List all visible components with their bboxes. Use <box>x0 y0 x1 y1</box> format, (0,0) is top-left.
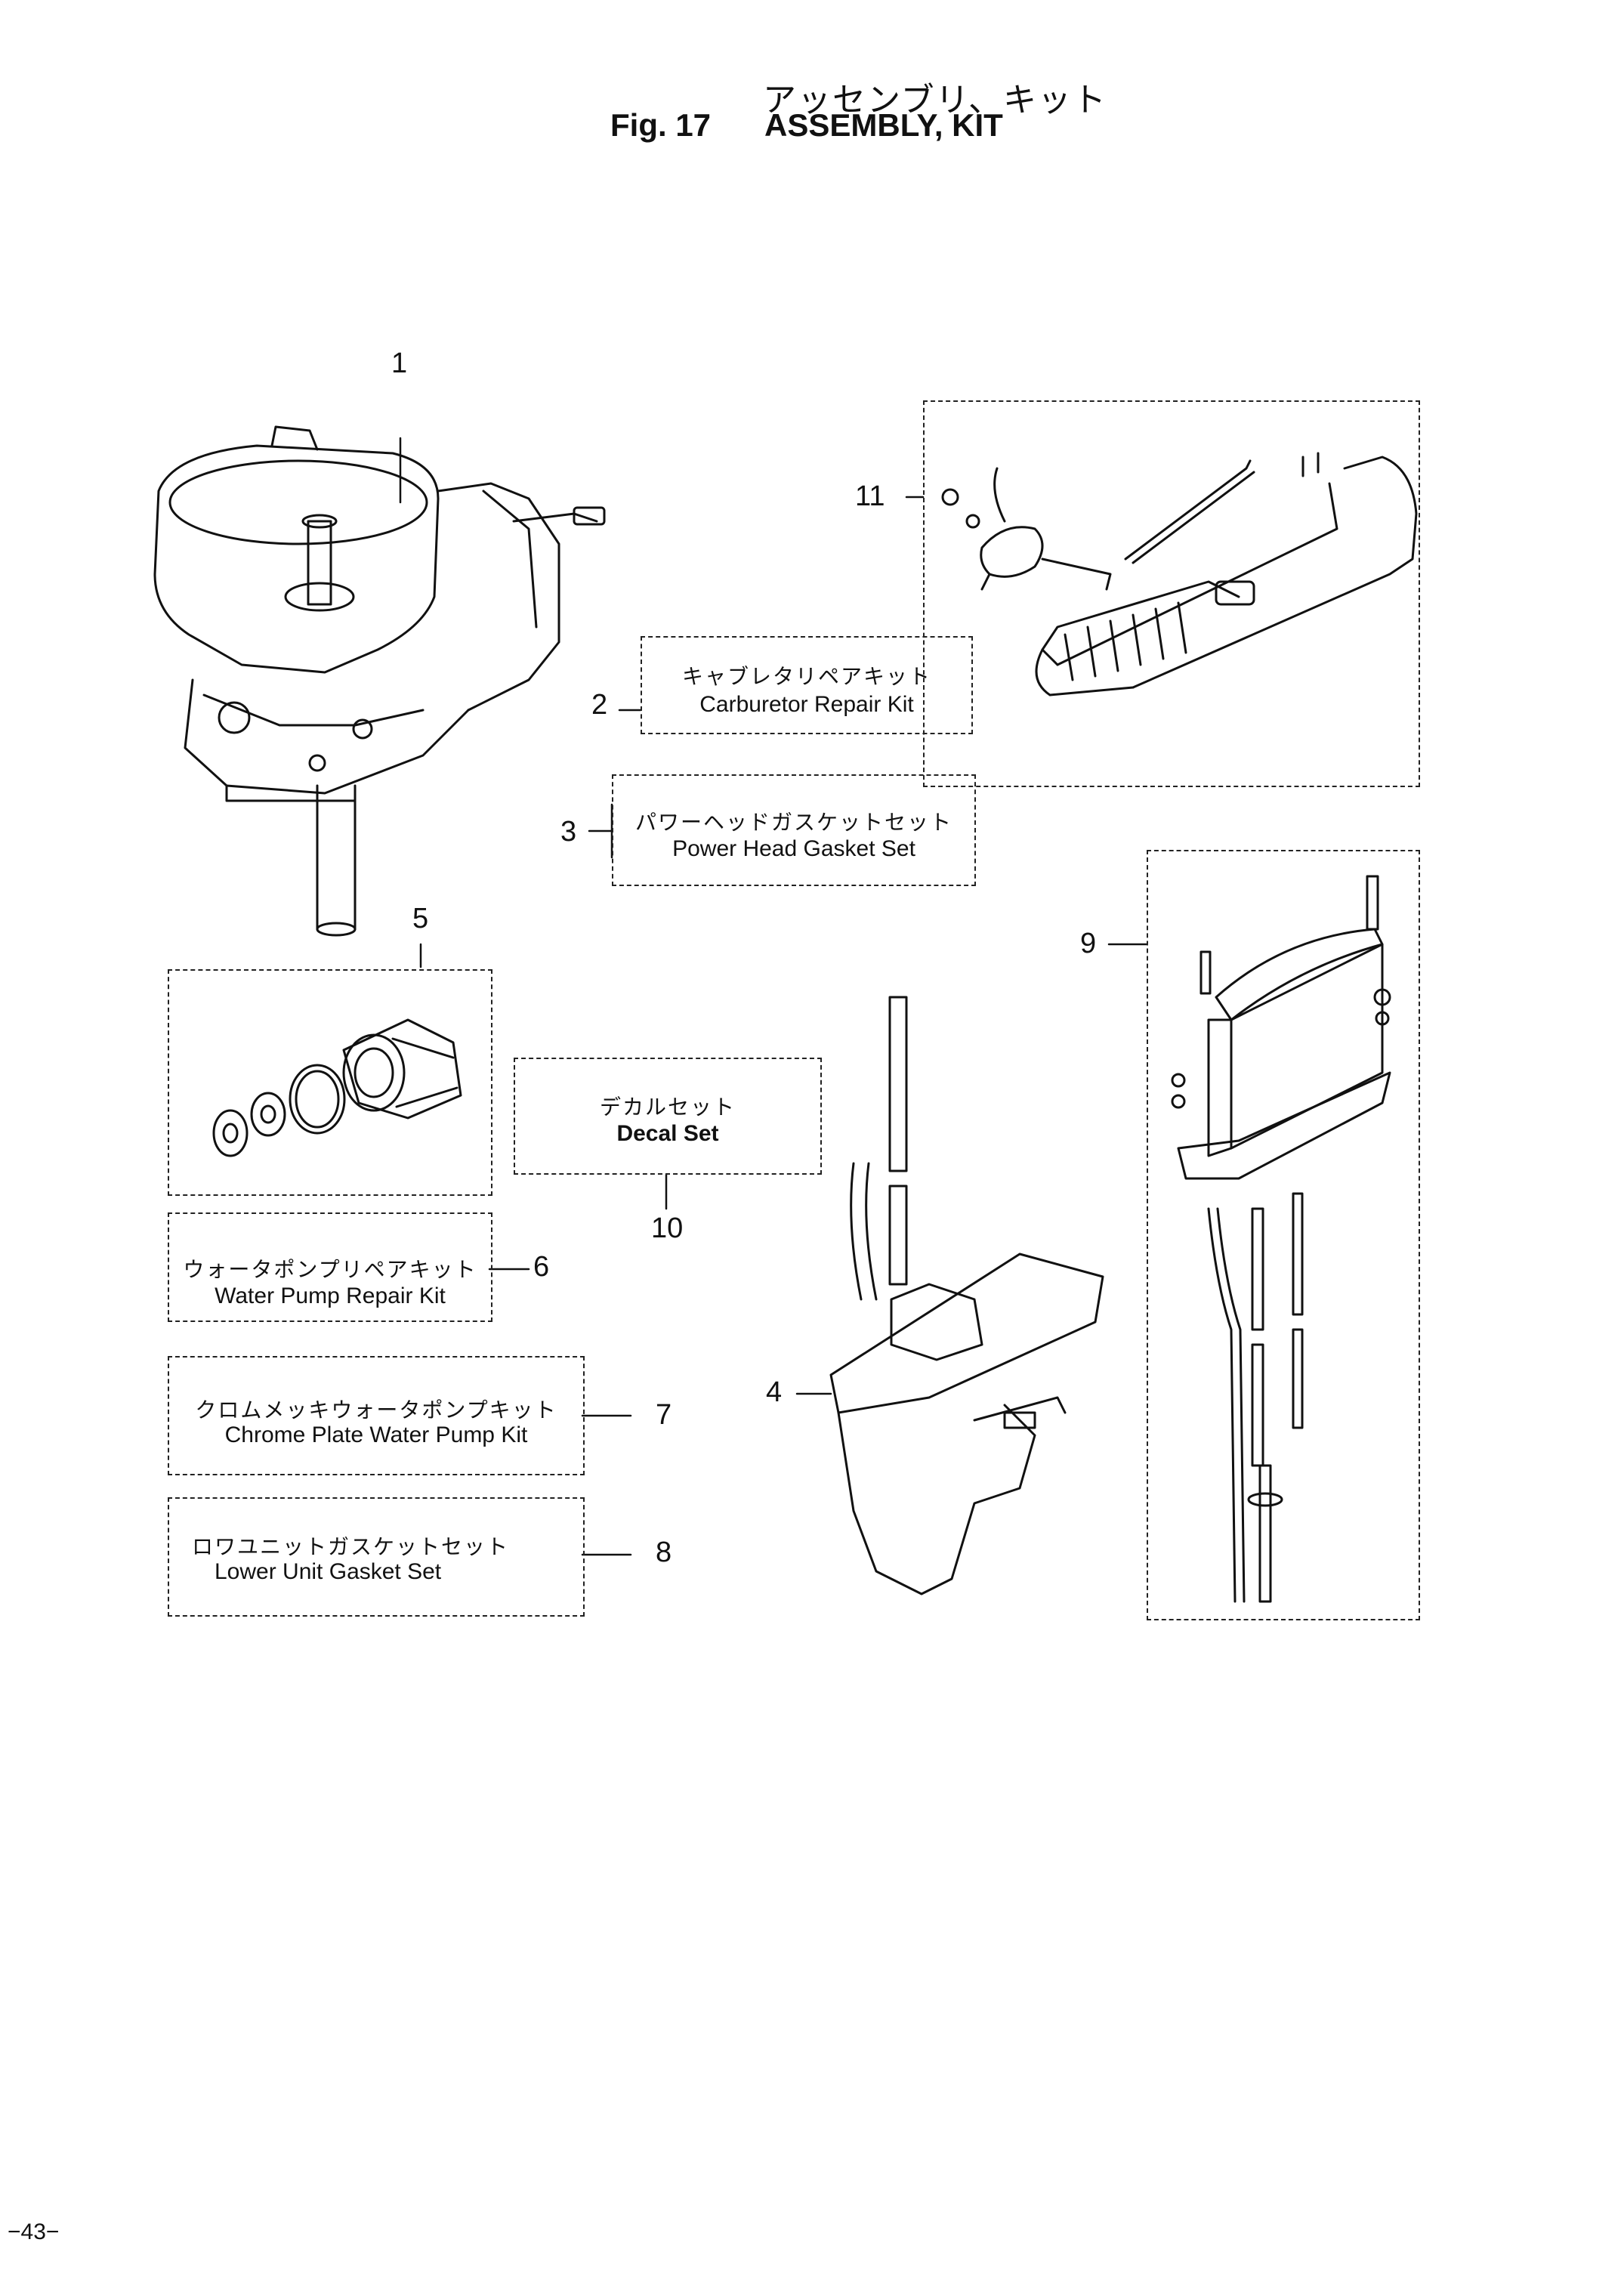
figure-label: Fig. 17 <box>610 107 712 143</box>
power-head-gasket-label-ja: パワーヘッドガスケットセット <box>634 810 952 835</box>
callout-6: 6 <box>533 1251 550 1283</box>
chrome-plate-pump-kit-box: クロムメッキウォータポンプキット Chrome Plate Water Pump… <box>168 1356 585 1475</box>
extension-kit-drawing <box>1171 875 1391 1603</box>
lower-unit-gasket-set-box: ロワユニットガスケットセット Lower Unit Gasket Set <box>168 1497 585 1617</box>
power-head-gasket-set-box: パワーヘッドガスケットセット Power Head Gasket Set <box>612 774 976 886</box>
water-pump-kit-label-en: Water Pump Repair Kit <box>215 1283 446 1308</box>
callout-7: 7 <box>656 1399 672 1431</box>
carburetor-kit-label-ja: キャブレタリペアキット <box>681 664 931 689</box>
callout-9: 9 <box>1080 928 1097 959</box>
extension-kit-box <box>1147 850 1420 1620</box>
water-pump-parts-box <box>168 969 492 1196</box>
decal-set-label-ja: デカルセット <box>599 1095 736 1120</box>
title-japanese: アッセンブリ、キット <box>763 81 1108 119</box>
page-number: −43− <box>8 2219 60 2244</box>
callout-8: 8 <box>656 1537 672 1568</box>
carburetor-kit-label-en: Carburetor Repair Kit <box>699 692 914 717</box>
callout-2: 2 <box>591 689 608 721</box>
decal-set-label-en: Decal Set <box>616 1121 719 1146</box>
power-head-drawing <box>153 425 606 937</box>
callout-1: 1 <box>391 347 408 379</box>
lower-unit-gasket-label-en: Lower Unit Gasket Set <box>215 1559 442 1584</box>
callout-4: 4 <box>766 1376 783 1408</box>
chrome-pump-kit-label-ja: クロムメッキウォータポンプキット <box>195 1398 557 1422</box>
tiller-handle-kit-box <box>923 400 1420 787</box>
chrome-pump-kit-label-en: Chrome Plate Water Pump Kit <box>224 1422 528 1447</box>
callout-11: 11 <box>855 480 885 512</box>
power-head-gasket-label-en: Power Head Gasket Set <box>672 836 915 861</box>
water-pump-kit-label-ja: ウォータポンプリペアキット <box>183 1257 477 1282</box>
lower-unit-drawing <box>829 996 1104 1595</box>
tiller-handle-drawing <box>941 452 1418 697</box>
title-english: ASSEMBLY, KIT <box>764 107 1003 143</box>
lower-unit-gasket-label-ja: ロワユニットガスケットセット <box>192 1534 510 1559</box>
water-pump-parts-drawing <box>212 1018 462 1157</box>
water-pump-repair-kit-box: ウォータポンプリペアキット Water Pump Repair Kit <box>168 1212 492 1322</box>
callout-3: 3 <box>560 816 577 848</box>
callout-5: 5 <box>412 903 429 934</box>
callout-10: 10 <box>651 1212 684 1244</box>
decal-set-box: デカルセット Decal Set <box>514 1058 822 1175</box>
carburetor-repair-kit-box: キャブレタリペアキット Carburetor Repair Kit <box>641 636 973 734</box>
